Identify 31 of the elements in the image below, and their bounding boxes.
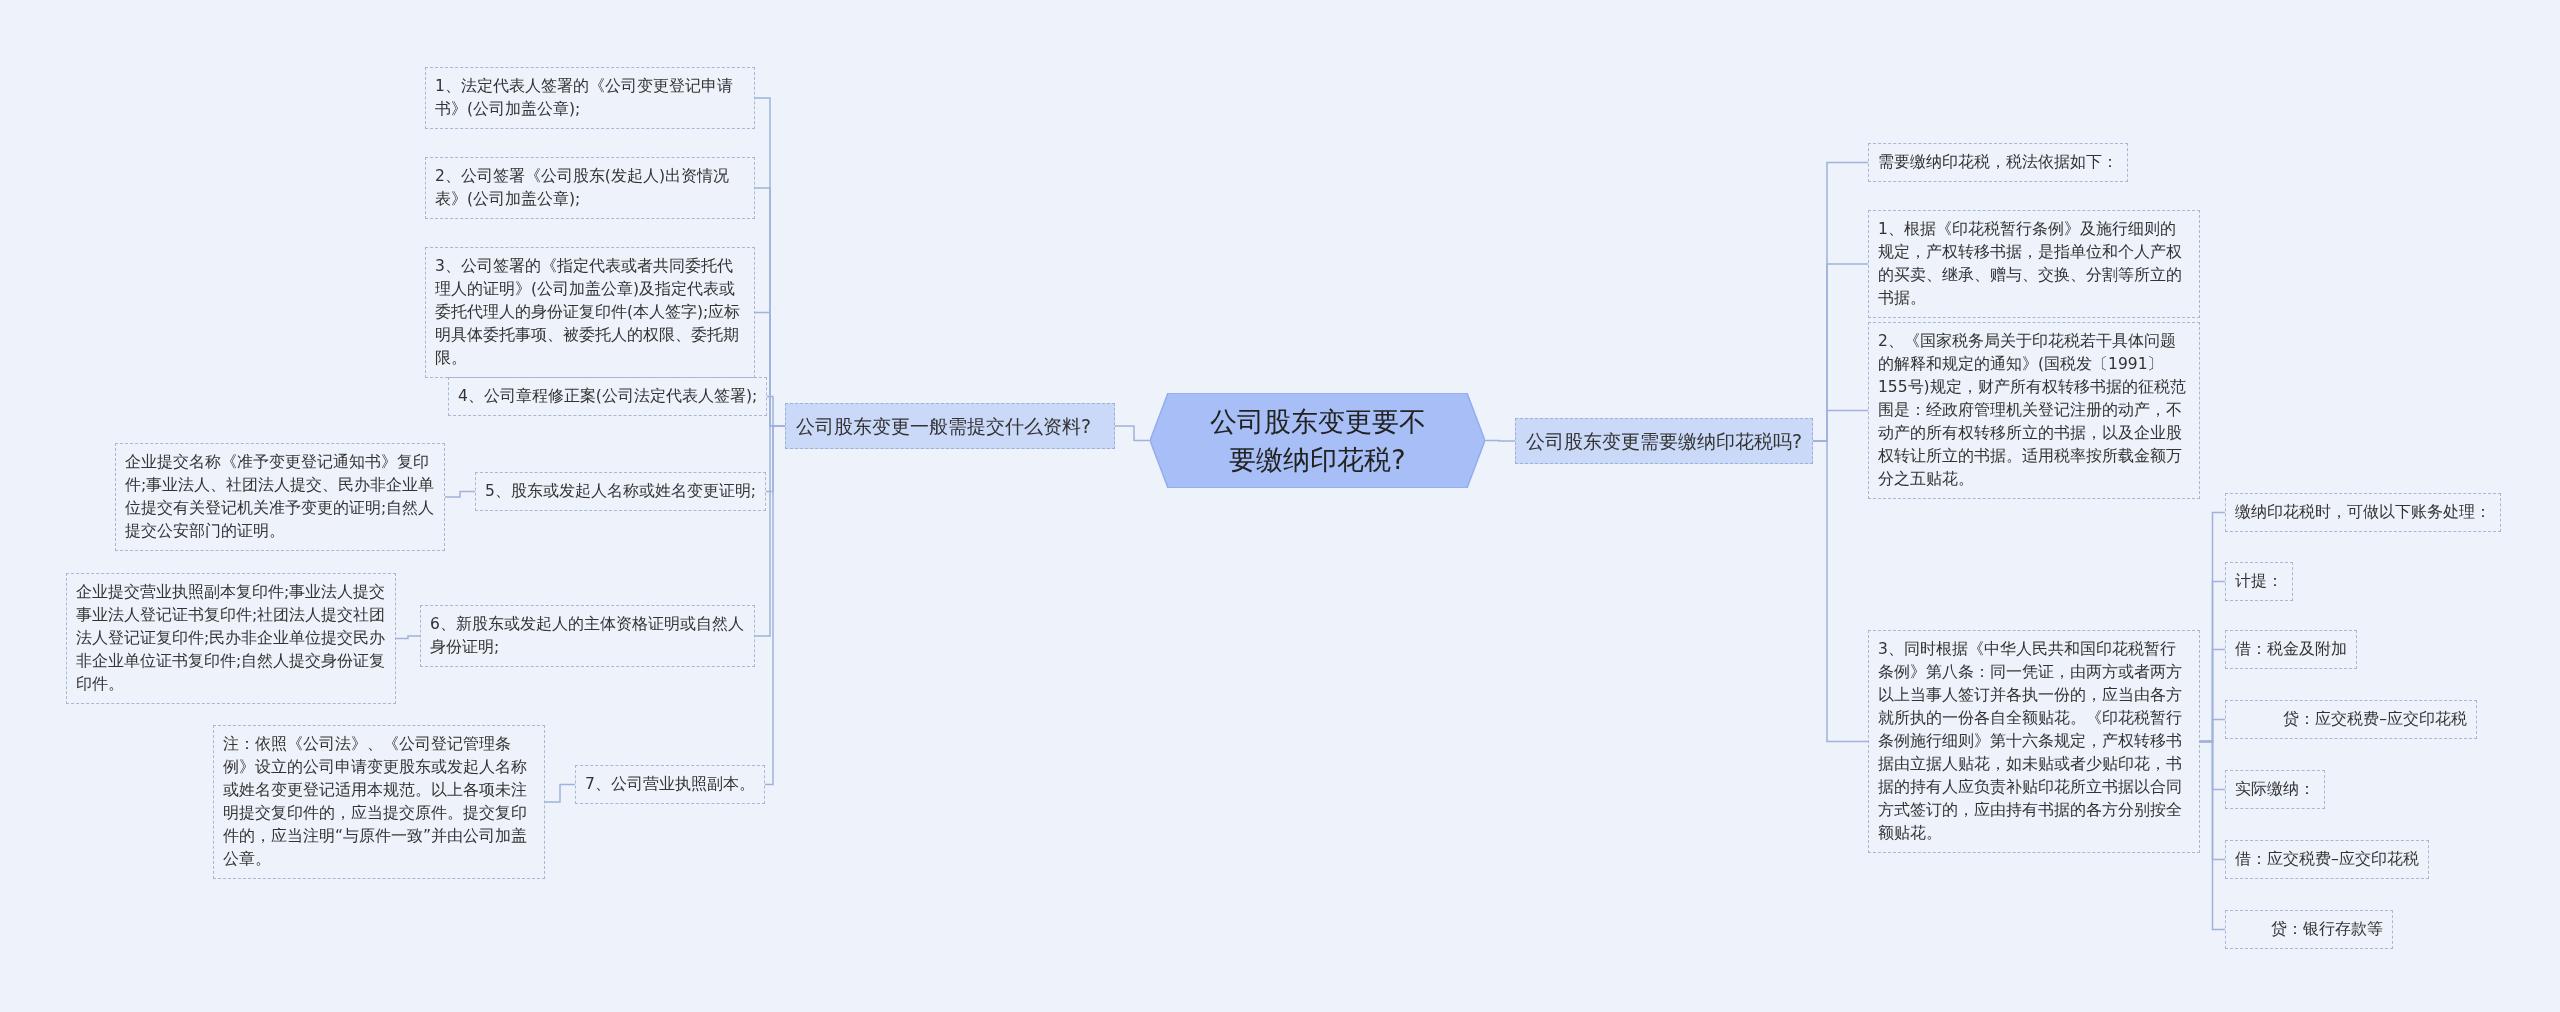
connector-line <box>2199 740 2226 931</box>
note-box: 2、《国家税务局关于印花税若干具体问题的解释和规定的通知》(国税发〔1991〕155号)规定，财产所有权转移书据的征税范围是：经政府管理机关登记注册的动产，不动产的所有权转移所立的书据，以及企业股权转让所立的书据。适用税率按所载金额万分之五贴花。 <box>1868 322 2200 499</box>
note-box: 5、股东或发起人名称或姓名变更证明; <box>475 472 767 511</box>
note-box: 2、公司签署《公司股东(发起人)出资情况表》(公司加盖公章); <box>425 157 755 219</box>
connector-line <box>444 490 476 498</box>
note-box: 3、公司签署的《指定代表或者共同委托代理人的证明》(公司加盖公章)及指定代表或委托代理人的身份证复印件(本人签字);应标明具体委托事项、被委托人的权限、委托期限。 <box>425 247 755 378</box>
topic-box: 公司股东变更需要缴纳印花税吗? <box>1515 418 1814 464</box>
connector-line <box>1812 440 1869 743</box>
note-box: 借：应交税费–应交印花税 <box>2225 840 2429 879</box>
note-box: 7、公司营业执照副本。 <box>575 765 765 804</box>
note-box: 3、同时根据《中华人民共和国印花税暂行条例》第八条：同一凭证，由两方或者两方以上当事人签订并各执一份的，应当由各方就所执的一份各自全额贴花。《印花税暂行条例施行细则》第十六条规定，产权转移书据由立据人贴花，如未贴或者少贴印花，书据的持有人应负责补贴印花所立书据以合同方式签订的，应由持有书据的各方分别按全额贴花。 <box>1868 630 2200 853</box>
note-box: 4、公司章程修正案(公司法定代表人签署); <box>448 377 768 416</box>
note-box: 1、法定代表人签署的《公司变更登记申请书》(公司加盖公章); <box>425 67 755 129</box>
note-box: 借：税金及附加 <box>2225 630 2357 669</box>
note-box: 需要缴纳印花税，税法依据如下： <box>1868 143 2128 182</box>
connector-line <box>395 635 421 640</box>
note-box: 缴纳印花税时，可做以下账务处理： <box>2225 493 2501 532</box>
note-box: 贷：应交税费–应交印花税 <box>2225 700 2477 739</box>
topic-box: 公司股东变更一般需提交什么资料? <box>785 403 1115 449</box>
note-box: 计提： <box>2225 562 2293 601</box>
note-box: 实际缴纳： <box>2225 770 2325 809</box>
connector-line <box>1484 439 1516 442</box>
note-box: 企业提交营业执照副本复印件;事业法人提交事业法人登记证书复印件;社团法人提交社团法人登记证复印件;民办非企业单位提交民办非企业单位证书复印件;自然人提交身份证复印件。 <box>66 573 396 704</box>
connector-line <box>1114 425 1151 442</box>
note-box: 注：依照《公司法》、《公司登记管理条例》设立的公司申请变更股东或发起人名称或姓名变更登记适用本规范。以上各项未注明提交复印件的，应当提交原件。提交复印件的，应当注明“与原件一致”并由公司加盖公章。 <box>213 725 545 879</box>
connector-line <box>544 783 576 803</box>
central-topic-box: 公司股东变更要不要缴纳印花税? <box>1150 393 1485 488</box>
note-box: 6、新股东或发起人的主体资格证明或自然人身份证明; <box>420 605 755 667</box>
note-box: 企业提交名称《准予变更登记通知书》复印件;事业法人、社团法人提交、民办非企业单位提交有关登记机关准予变更的证明;自然人提交公安部门的证明。 <box>115 443 445 551</box>
note-box: 1、根据《印花税暂行条例》及施行细则的规定，产权转移书据，是指单位和个人产权的买卖、继承、赠与、交换、分割等所立的书据。 <box>1868 210 2200 318</box>
note-box: 贷：银行存款等 <box>2225 910 2393 949</box>
